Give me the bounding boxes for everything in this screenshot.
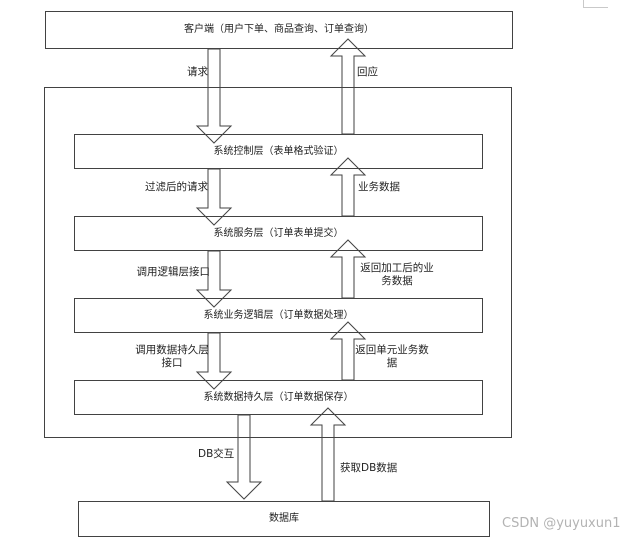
db-interaction-arrow [225, 414, 263, 500]
control-layer-box: 系统控制层（表单格式验证） [74, 134, 483, 169]
client-box: 客户端（用户下单、商品查询、订单查询） [45, 11, 513, 49]
call-persistence-arrow-label: 调用数据持久层 接口 [135, 344, 209, 369]
watermark: CSDN @yuyuxun1 [502, 516, 621, 531]
database-box: 数据库 [78, 501, 490, 537]
return-processed-arrow-label: 返回加工后的业 务数据 [360, 262, 434, 287]
system-container-box [44, 87, 512, 438]
response-arrow [329, 38, 367, 135]
return-unit-arrow-label: 返回单元业务数 据 [355, 344, 429, 369]
business-data-arrow [329, 157, 367, 217]
business-data-arrow-label: 业务数据 [358, 181, 400, 193]
get-db-data-arrow [309, 407, 347, 502]
persistence-layer-box: 系统数据持久层（订单数据保存） [74, 380, 483, 415]
call-logic-arrow-label: 调用逻辑层接口 [136, 266, 211, 278]
business-logic-layer-box: 系统业务逻辑层（订单数据处理） [74, 298, 483, 333]
cropped-shape-corner [583, 0, 608, 8]
request-arrow-label: 请求 [187, 66, 208, 78]
db-interaction-arrow-label: DB交互 [198, 448, 235, 460]
return-processed-arrow [329, 239, 367, 299]
response-arrow-label: 回应 [357, 66, 378, 78]
filtered-request-arrow-label: 过滤后的请求 [145, 181, 208, 193]
return-unit-arrow [329, 321, 367, 381]
get-db-data-arrow-label: 获取DB数据 [340, 462, 398, 474]
service-layer-box: 系统服务层（订单表单提交） [74, 216, 483, 251]
